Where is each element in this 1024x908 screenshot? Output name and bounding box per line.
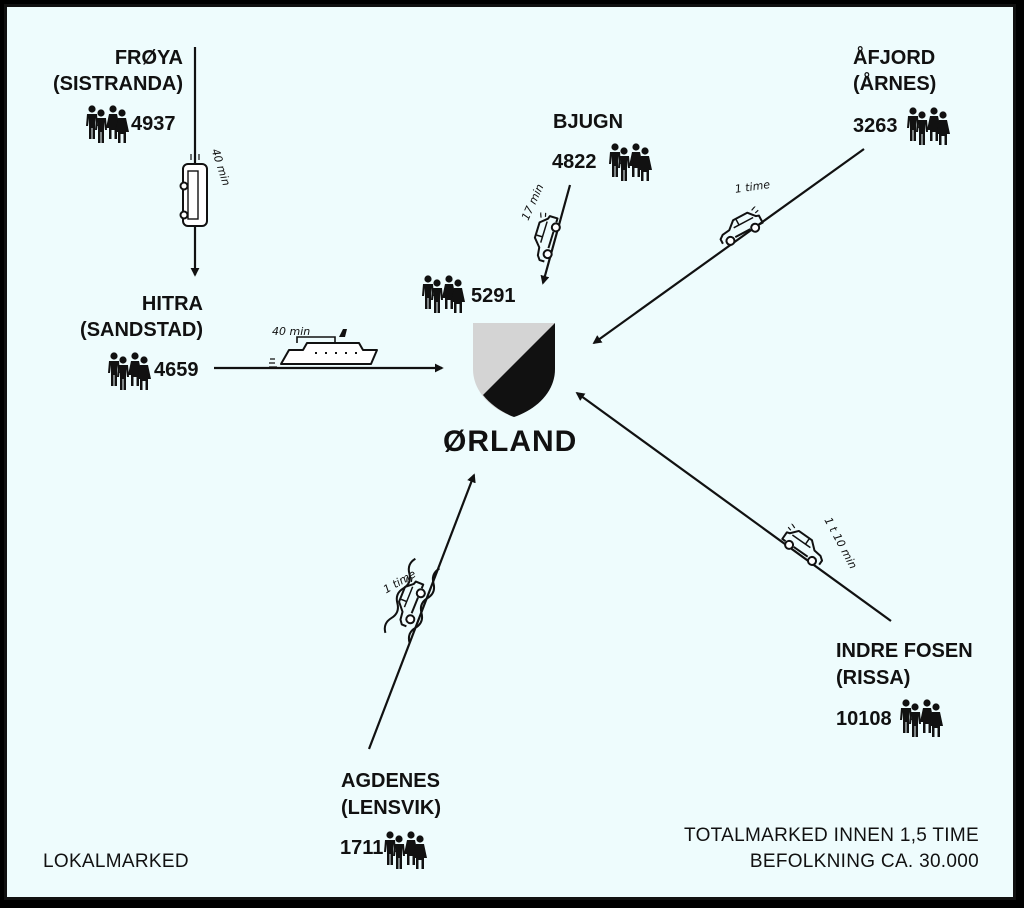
footer-right-line1: TOTALMARKED INNEN 1,5 TIME	[684, 825, 979, 846]
map-canvas: FRØYA (SISTRANDA) 4937 40 min HITRA (SAN…	[4, 4, 1016, 900]
population-hitra: 4659	[154, 359, 199, 381]
car-icon	[776, 523, 831, 570]
place-sub-indre-fosen: (RISSA)	[836, 667, 911, 689]
travel-time-hitra: 40 min	[272, 325, 311, 338]
people-icon	[422, 275, 465, 313]
population-afjord: 3263	[853, 115, 898, 137]
arrow-afjord-orland	[592, 148, 865, 345]
place-name-froya: FRØYA	[114, 47, 183, 69]
center-title-orland: ØRLAND	[443, 425, 578, 458]
place-sub-hitra: (SANDSTAD)	[80, 319, 203, 341]
place-name-indre-fosen: INDRE FOSEN	[836, 640, 973, 662]
place-name-bjugn: BJUGN	[553, 111, 624, 133]
footer-right-line2: BEFOLKNING CA. 30.000	[749, 851, 979, 872]
place-sub-froya: (SISTRANDA)	[53, 73, 183, 95]
bus-icon	[179, 152, 208, 227]
arrow-indrefosen-orland	[575, 391, 892, 622]
population-indre-fosen: 10108	[836, 708, 892, 730]
place-sub-agdenes: (LENSVIK)	[341, 797, 441, 819]
people-icon	[609, 143, 652, 181]
ferry-icon	[269, 329, 378, 368]
place-name-afjord: ÅFJORD	[853, 47, 936, 69]
car-icon	[713, 205, 768, 250]
people-icon	[108, 352, 151, 390]
people-icon	[86, 105, 129, 143]
car-icon	[526, 211, 564, 264]
people-icon	[900, 699, 943, 737]
footer-left: LOKALMARKED	[43, 851, 189, 872]
population-agdenes: 1711	[340, 837, 384, 859]
place-sub-afjord: (ÅRNES)	[853, 73, 937, 95]
place-name-hitra: HITRA	[141, 293, 203, 315]
place-name-agdenes: AGDENES	[341, 770, 440, 792]
car-icon	[383, 557, 441, 643]
connector-layer	[7, 47, 1016, 900]
population-bjugn: 4822	[552, 151, 597, 173]
population-orland: 5291	[471, 285, 516, 307]
arrow-bjugn-orland	[540, 184, 572, 285]
population-froya: 4937	[131, 113, 176, 135]
coat-of-arms-icon	[473, 323, 555, 417]
people-icon	[907, 107, 950, 145]
people-icon	[384, 831, 427, 869]
